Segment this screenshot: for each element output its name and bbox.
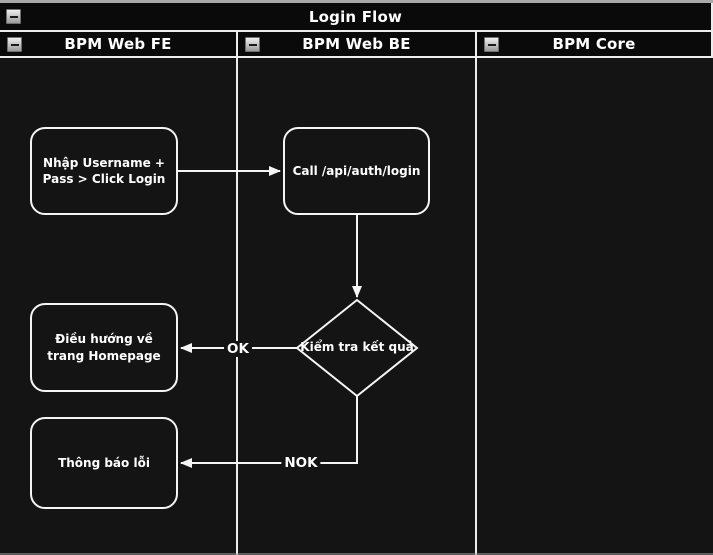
lane-header-bpm-core[interactable]: BPM Core — [477, 32, 713, 58]
lane-header-bpm-web-fe[interactable]: BPM Web FE — [0, 32, 238, 58]
node-redirect-homepage[interactable]: Điều hướng về trang Homepage — [30, 303, 178, 392]
node-label: Thông báo lỗi — [58, 455, 150, 470]
lane-divider — [236, 58, 238, 555]
node-enter-credentials[interactable]: Nhập Username + Pass > Click Login — [30, 127, 178, 215]
lane-title: BPM Core — [552, 35, 636, 53]
lane-fe-collapse-button[interactable] — [7, 37, 22, 52]
node-label: Nhập Username + Pass > Click Login — [42, 155, 166, 186]
pool-collapse-button[interactable] — [6, 9, 21, 24]
minus-icon — [9, 15, 18, 18]
lane-divider — [475, 58, 477, 555]
lane-header-bpm-web-be[interactable]: BPM Web BE — [238, 32, 477, 58]
lane-core-collapse-button[interactable] — [484, 37, 499, 52]
minus-icon — [248, 43, 257, 46]
lane-title: BPM Web BE — [302, 35, 411, 53]
lane-header-row: BPM Web FE BPM Web BE BPM Core — [0, 32, 713, 58]
node-call-auth-api[interactable]: Call /api/auth/login — [283, 127, 430, 215]
lane-title: BPM Web FE — [64, 35, 172, 53]
minus-icon — [487, 43, 496, 46]
pool-title-bar[interactable]: Login Flow — [0, 3, 713, 32]
node-decision-diamond[interactable] — [295, 298, 419, 398]
pool-title: Login Flow — [308, 7, 403, 26]
node-show-error[interactable]: Thông báo lỗi — [30, 417, 178, 509]
lane-be-collapse-button[interactable] — [245, 37, 260, 52]
node-label: Call /api/auth/login — [292, 163, 421, 178]
node-label: Điều hướng về trang Homepage — [47, 332, 161, 363]
pool-outer-border — [0, 0, 713, 3]
edge-decision-nok[interactable] — [180, 396, 358, 468]
edge-label-ok[interactable]: OK — [224, 341, 252, 357]
edge-label-nok[interactable]: NOK — [281, 455, 321, 471]
minus-icon — [10, 43, 19, 46]
pool-bottom-border — [0, 553, 713, 555]
